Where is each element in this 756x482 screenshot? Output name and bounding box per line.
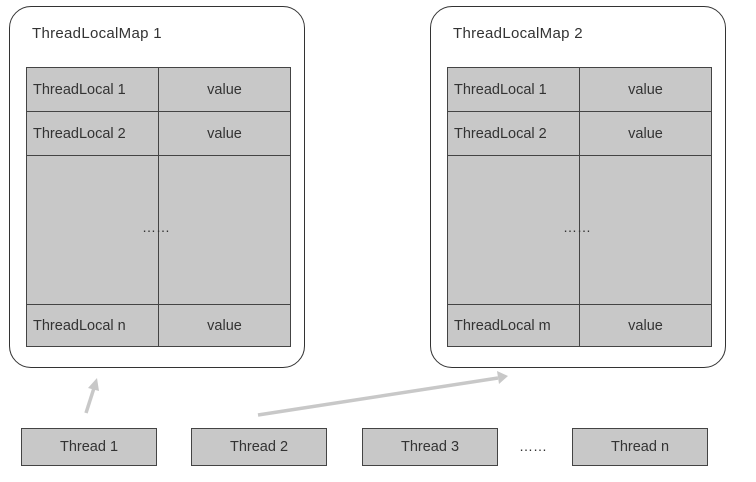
table-ellipsis: …… xyxy=(142,219,170,235)
table-row: ThreadLocal 2 value xyxy=(448,112,711,156)
map-table: ThreadLocal 1 value ThreadLocal 2 value … xyxy=(447,67,712,347)
thread-local-map-1: ThreadLocalMap 1 ThreadLocal 1 value Thr… xyxy=(9,6,305,368)
table-row: ThreadLocal 2 value xyxy=(27,112,290,156)
column-divider xyxy=(158,156,159,304)
table-row: ThreadLocal 1 value xyxy=(448,68,711,112)
map-title: ThreadLocalMap 1 xyxy=(32,25,162,42)
table-key-cell: ThreadLocal m xyxy=(448,305,580,346)
table-value-cell: value xyxy=(628,125,663,142)
thread-box-n: Thread n xyxy=(572,428,708,466)
table-key-cell: ThreadLocal 2 xyxy=(448,112,580,155)
threads-ellipsis: …… xyxy=(519,438,547,454)
thread-box-1: Thread 1 xyxy=(21,428,157,466)
table-value-cell: value xyxy=(207,125,242,142)
table-row: ThreadLocal n value xyxy=(27,304,290,346)
table-value-cell: value xyxy=(207,81,242,98)
table-ellipsis: …… xyxy=(563,219,591,235)
table-key-cell: ThreadLocal 1 xyxy=(448,68,580,111)
table-key-cell: ThreadLocal 1 xyxy=(27,68,159,111)
table-value-cell: value xyxy=(628,81,663,98)
thread-box-3: Thread 3 xyxy=(362,428,498,466)
table-value-cell: value xyxy=(207,317,242,334)
thread-local-map-2: ThreadLocalMap 2 ThreadLocal 1 value Thr… xyxy=(430,6,726,368)
thread-box-2: Thread 2 xyxy=(191,428,327,466)
map-table: ThreadLocal 1 value ThreadLocal 2 value … xyxy=(26,67,291,347)
table-value-cell: value xyxy=(628,317,663,334)
table-key-cell: ThreadLocal 2 xyxy=(27,112,159,155)
table-row: ThreadLocal m value xyxy=(448,304,711,346)
arrow-thread2-to-map2 xyxy=(257,371,508,417)
table-key-cell: ThreadLocal n xyxy=(27,305,159,346)
column-divider xyxy=(579,156,580,304)
map-title: ThreadLocalMap 2 xyxy=(453,25,583,42)
arrow-thread1-to-map1 xyxy=(84,378,99,414)
table-row: ThreadLocal 1 value xyxy=(27,68,290,112)
